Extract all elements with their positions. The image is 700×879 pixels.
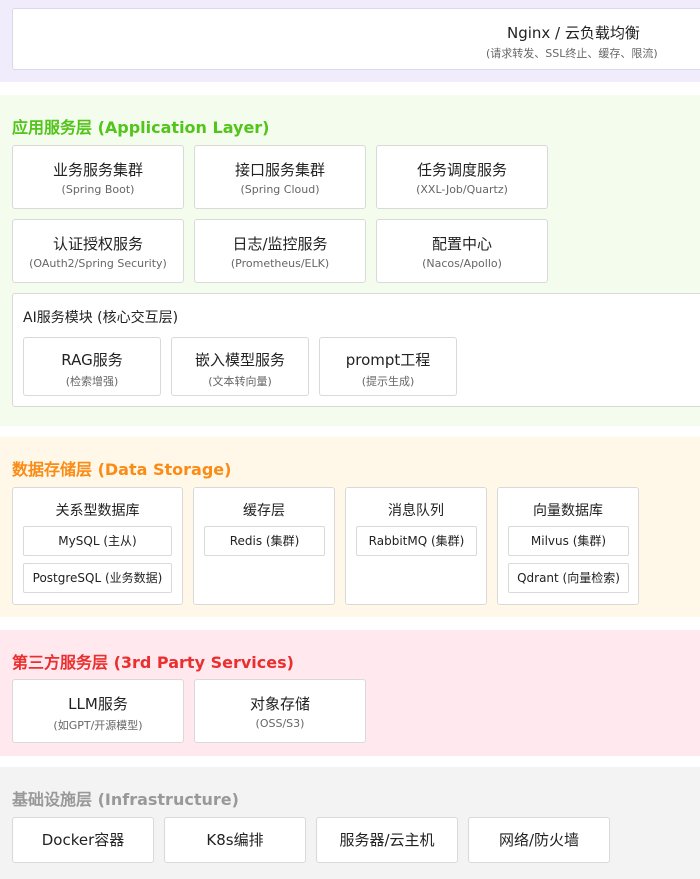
service-box-logging-monitoring: 日志/监控服务 (Prometheus/ELK) — [194, 219, 366, 283]
service-box-auth: 认证授权服务 (OAuth2/Spring Security) — [12, 219, 184, 283]
service-name: 接口服务集群 — [234, 161, 325, 179]
storage-group-cache: 缓存层 Redis (集群) — [193, 487, 335, 605]
infra-box-k8s: K8s编排 — [164, 817, 306, 863]
storage-group-name: 关系型数据库 — [55, 503, 140, 519]
service-box-task-scheduler: 任务调度服务 (XXL-Job/Quartz) — [376, 145, 548, 209]
service-box-business-cluster: 业务服务集群 (Spring Boot) — [12, 145, 184, 209]
third-party-layer-title: 第三方服务层 (3rd Party Services) — [12, 653, 294, 672]
service-name: 认证授权服务 — [52, 235, 143, 253]
storage-item-qdrant: Qdrant (向量检索) — [508, 563, 629, 593]
service-desc: (OSS/S3) — [255, 717, 305, 730]
third-party-layer: 第三方服务层 (3rd Party Services) LLM服务 (如GPT/… — [0, 630, 700, 756]
storage-item-mysql: MySQL (主从) — [23, 526, 172, 556]
infra-box-docker: Docker容器 — [12, 817, 154, 863]
storage-group-name: 向量数据库 — [533, 503, 603, 519]
ai-item-name: RAG服务 — [61, 351, 123, 369]
service-name: 任务调度服务 — [416, 161, 507, 179]
storage-group-name: 缓存层 — [243, 503, 285, 519]
storage-group-vector-db: 向量数据库 Milvus (集群) Qdrant (向量检索) — [497, 487, 639, 605]
nginx-title: Nginx / 云负载均衡 — [507, 24, 640, 42]
service-tech: (XXL-Job/Quartz) — [416, 183, 508, 196]
application-layer: 应用服务层 (Application Layer) 业务服务集群 (Spring… — [0, 95, 700, 426]
infra-item-name: Docker容器 — [41, 831, 125, 849]
infra-box-servers: 服务器/云主机 — [316, 817, 458, 863]
ai-item-desc: (提示生成) — [361, 375, 415, 388]
infra-item-name: 网络/防火墙 — [498, 831, 580, 849]
ai-box-embedding: 嵌入模型服务 (文本转向量) — [171, 337, 309, 396]
service-tech: (Prometheus/ELK) — [230, 257, 330, 270]
infra-box-network: 网络/防火墙 — [468, 817, 610, 863]
storage-group-message-queue: 消息队列 RabbitMQ (集群) — [345, 487, 487, 605]
storage-group-relational-db: 关系型数据库 MySQL (主从) PostgreSQL (业务数据) — [12, 487, 183, 605]
service-box-config-center: 配置中心 (Nacos/Apollo) — [376, 219, 548, 283]
storage-item-postgresql: PostgreSQL (业务数据) — [23, 563, 172, 593]
service-tech: (Spring Cloud) — [240, 183, 320, 196]
ai-box-prompt: prompt工程 (提示生成) — [319, 337, 457, 396]
infrastructure-layer: 基础设施层 (Infrastructure) Docker容器 K8s编排 服务… — [0, 767, 700, 879]
ai-item-desc: (文本转向量) — [208, 375, 272, 388]
storage-item-rabbitmq: RabbitMQ (集群) — [356, 526, 477, 556]
service-tech: (Nacos/Apollo) — [422, 257, 502, 270]
infra-item-name: 服务器/云主机 — [339, 831, 435, 849]
service-tech: (OAuth2/Spring Security) — [29, 257, 167, 270]
service-name: LLM服务 — [68, 695, 128, 713]
service-desc: (如GPT/开源模型) — [53, 719, 143, 732]
storage-item-milvus: Milvus (集群) — [508, 526, 629, 556]
ai-item-name: prompt工程 — [345, 351, 431, 369]
ai-module: AI服务模块 (核心交互层) RAG服务 (检索增强) 嵌入模型服务 (文本转向… — [12, 293, 700, 407]
service-box-llm: LLM服务 (如GPT/开源模型) — [12, 679, 184, 743]
nginx-box: Nginx / 云负载均衡 (请求转发、SSL终止、缓存、限流) — [12, 8, 700, 70]
infrastructure-layer-title: 基础设施层 (Infrastructure) — [12, 790, 239, 809]
ai-item-name: 嵌入模型服务 — [194, 351, 285, 369]
service-box-object-storage: 对象存储 (OSS/S3) — [194, 679, 366, 743]
infra-item-name: K8s编排 — [206, 831, 264, 849]
service-box-api-cluster: 接口服务集群 (Spring Cloud) — [194, 145, 366, 209]
service-name: 日志/监控服务 — [232, 235, 328, 253]
service-name: 业务服务集群 — [52, 161, 143, 179]
data-storage-layer-title: 数据存储层 (Data Storage) — [12, 460, 232, 479]
service-name: 对象存储 — [249, 695, 310, 713]
storage-group-name: 消息队列 — [388, 503, 444, 519]
ai-module-title: AI服务模块 (核心交互层) — [23, 310, 179, 326]
ai-item-desc: (检索增强) — [65, 375, 119, 388]
gateway-layer: Nginx / 云负载均衡 (请求转发、SSL终止、缓存、限流) — [0, 0, 700, 82]
nginx-subtitle: (请求转发、SSL终止、缓存、限流) — [486, 47, 658, 60]
service-tech: (Spring Boot) — [61, 183, 135, 196]
application-layer-title: 应用服务层 (Application Layer) — [12, 118, 270, 137]
storage-item-redis: Redis (集群) — [204, 526, 325, 556]
ai-box-rag: RAG服务 (检索增强) — [23, 337, 161, 396]
service-name: 配置中心 — [431, 235, 492, 253]
data-storage-layer: 数据存储层 (Data Storage) 关系型数据库 MySQL (主从) P… — [0, 437, 700, 617]
